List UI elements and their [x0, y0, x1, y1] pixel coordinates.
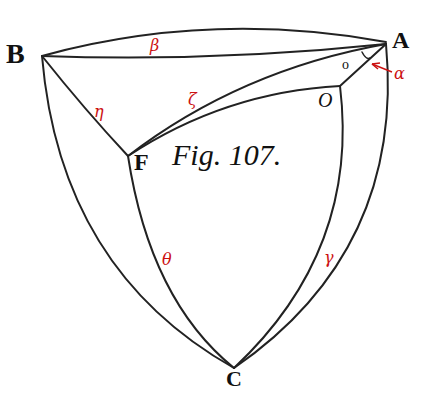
alpha-leader [372, 64, 392, 72]
arc-oa [340, 44, 386, 86]
arc-label: α [394, 66, 405, 82]
arc-label: ζ [188, 92, 197, 108]
point-label: O [318, 90, 332, 110]
arc-gamma [234, 86, 343, 368]
arc-label: θ [162, 252, 172, 268]
arc-eta [42, 56, 128, 156]
point-label: A [392, 28, 409, 52]
point-label: B [6, 40, 25, 68]
figure-caption: Fig. 107. [172, 140, 281, 170]
arc-label: β [150, 38, 159, 54]
point-label: C [226, 368, 242, 390]
arc-outer-bc [42, 56, 234, 368]
arc-theta [128, 156, 234, 368]
point-label: F [134, 150, 149, 174]
alpha-arrowhead [372, 63, 380, 69]
angle-mark [362, 52, 370, 58]
arc-outer-ac [234, 44, 388, 368]
arc-label: η [94, 104, 104, 120]
arc-label: γ [324, 250, 334, 266]
arc-outer-ba [42, 29, 386, 56]
angle-label: o [342, 58, 349, 72]
